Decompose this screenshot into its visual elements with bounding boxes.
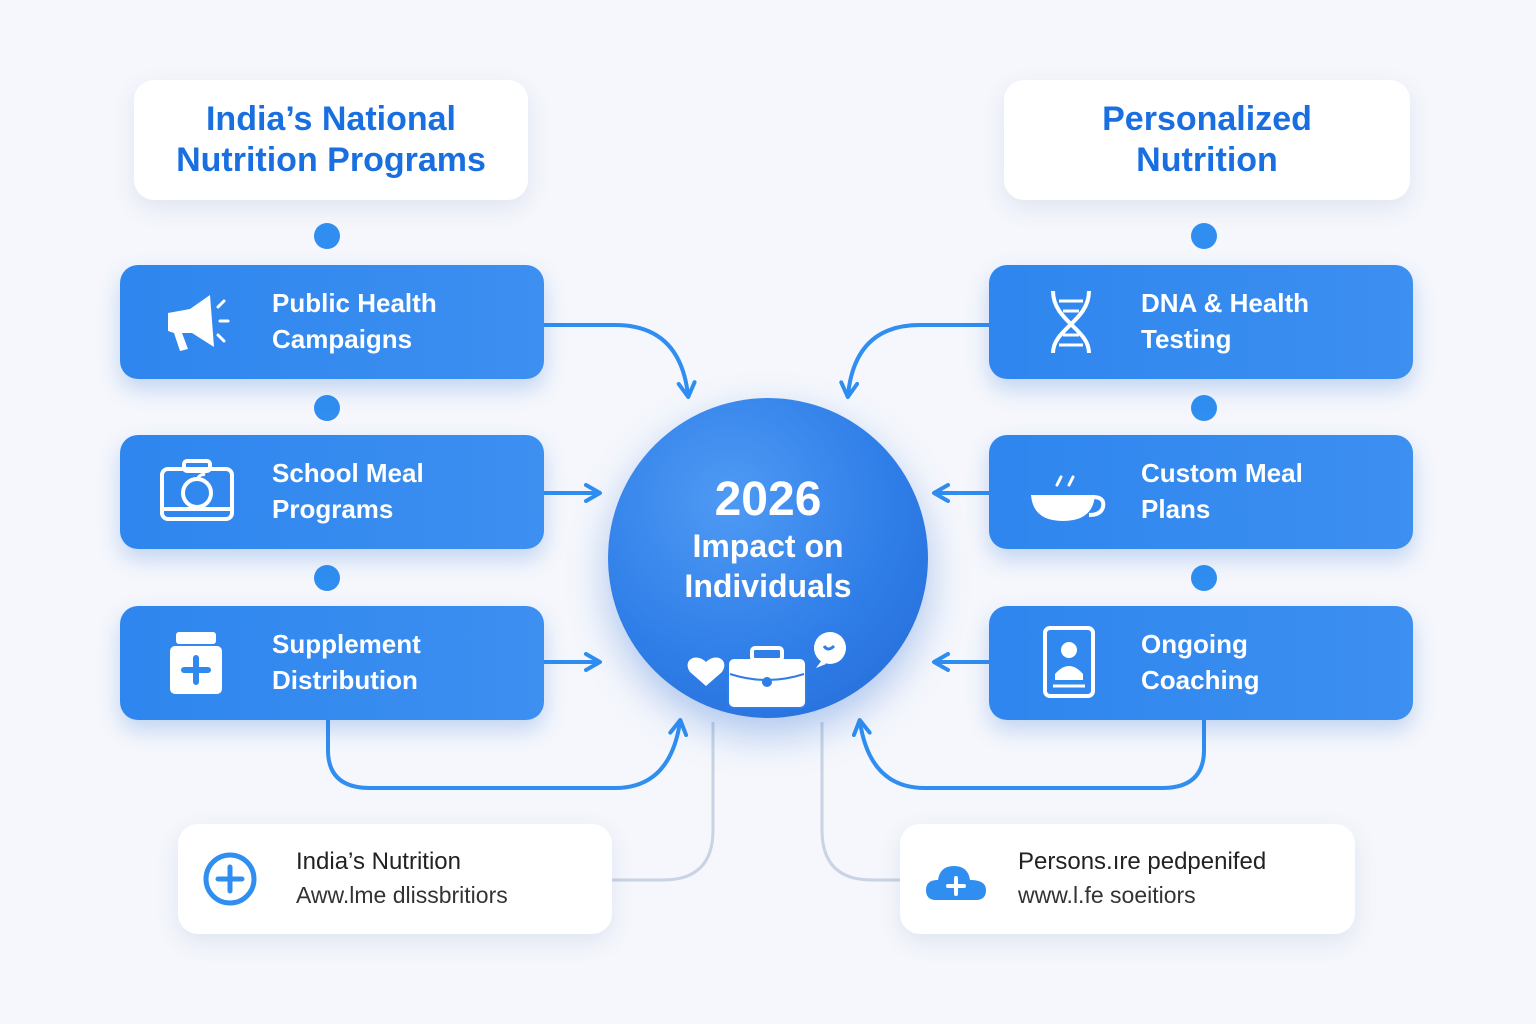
card-dna-health-testing[interactable]: DNA & Health Testing bbox=[989, 265, 1413, 379]
footer-right-link bbox=[820, 722, 900, 882]
heart-icon bbox=[687, 657, 725, 686]
megaphone-icon bbox=[168, 295, 230, 351]
plus-circle-icon bbox=[203, 852, 257, 906]
hub-label: Impact on Individuals bbox=[684, 528, 852, 604]
connector-dot bbox=[314, 395, 340, 421]
right-header-title: Personalized Nutrition bbox=[1102, 100, 1312, 179]
left-header-title: India’s National Nutrition Programs bbox=[176, 100, 486, 179]
card-supplement-distribution[interactable]: Supplement Distribution bbox=[120, 606, 544, 720]
footer-left-line2: Aww.lme dlissbritiors bbox=[296, 882, 508, 908]
connector-dot bbox=[314, 223, 340, 249]
cloud-plus-icon bbox=[926, 866, 986, 900]
connector-dot bbox=[1191, 223, 1217, 249]
footer-left-card: India’s Nutrition Aww.lme dlissbritiors bbox=[178, 824, 612, 934]
right-header-card: Personalized Nutrition bbox=[1004, 80, 1410, 200]
dna-icon bbox=[1051, 290, 1091, 354]
card-label: Public Health Campaigns bbox=[272, 288, 437, 354]
card-label: School Meal Programs bbox=[272, 458, 424, 524]
hub-year: 2026 bbox=[714, 473, 822, 526]
card-school-meal-programs[interactable]: School Meal Programs bbox=[120, 435, 544, 549]
card-label: Supplement Distribution bbox=[272, 629, 421, 695]
card-custom-meal-plans[interactable]: Custom Meal Plans bbox=[989, 435, 1413, 549]
connector-dot bbox=[314, 565, 340, 591]
footer-right-line2: www.l.fe soeitiors bbox=[1018, 882, 1196, 908]
arrow-right-bottom-loop bbox=[851, 718, 1206, 790]
briefcase-icon bbox=[727, 646, 807, 709]
card-ongoing-coaching[interactable]: Ongoing Coaching bbox=[989, 606, 1413, 720]
connector-dot bbox=[1191, 565, 1217, 591]
arrow-campaigns-to-hub bbox=[544, 323, 697, 399]
arrow-dna-to-hub bbox=[839, 323, 989, 399]
lunchbox-icon bbox=[160, 459, 234, 521]
card-label: DNA & Health Testing bbox=[1141, 288, 1310, 354]
medicine-box-icon bbox=[170, 632, 222, 694]
chat-heart-icon bbox=[814, 632, 846, 668]
footer-left-link bbox=[612, 722, 715, 882]
footer-right-line1: Persons.ıre pedpenifed bbox=[1018, 848, 1267, 875]
left-header-card: India’s National Nutrition Programs bbox=[134, 80, 528, 200]
bowl-icon bbox=[1031, 475, 1106, 521]
card-label: Ongoing Coaching bbox=[1141, 629, 1260, 695]
arrow-left-bottom-loop bbox=[326, 718, 689, 790]
footer-right-card: Persons.ıre pedpenifed www.l.fe soeitior… bbox=[900, 824, 1355, 934]
tablet-coach-icon bbox=[1043, 626, 1095, 698]
hub-icons bbox=[687, 632, 846, 709]
card-public-health-campaigns[interactable]: Public Health Campaigns bbox=[120, 265, 544, 379]
impact-hub: 2026 Impact on Individuals bbox=[608, 398, 928, 718]
card-label: Custom Meal Plans bbox=[1141, 458, 1303, 524]
footer-left-line1: India’s Nutrition bbox=[296, 848, 461, 875]
connector-dot bbox=[1191, 395, 1217, 421]
